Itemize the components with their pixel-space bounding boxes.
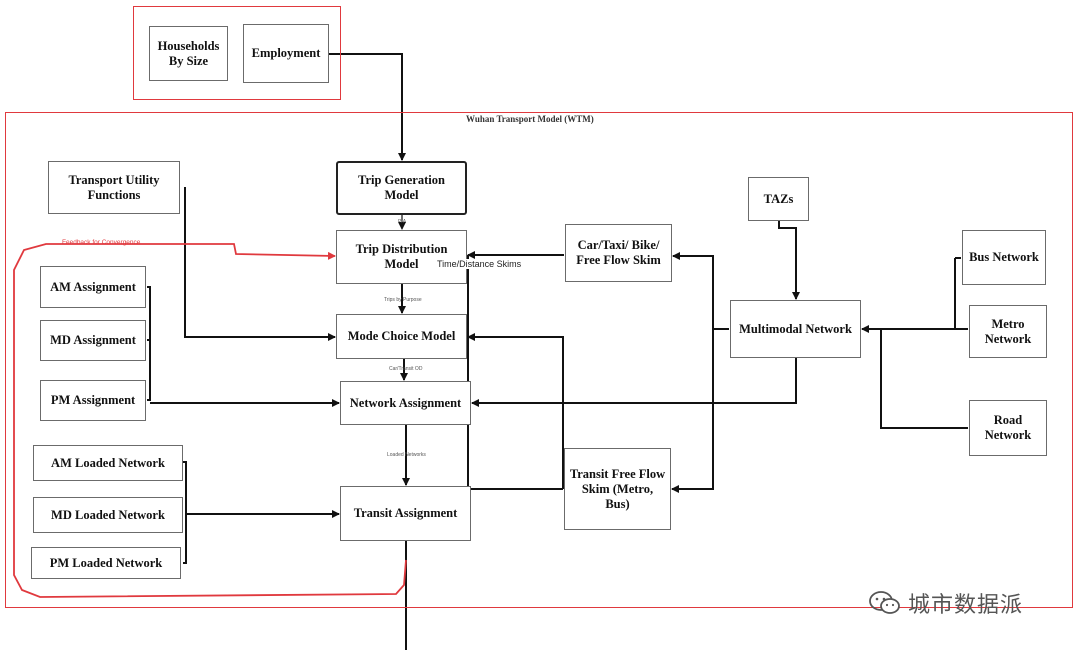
transit-skim-box: Transit Free Flow Skim (Metro, Bus) [564,448,671,530]
road-network-box: Road Network [969,400,1047,456]
trip-generation-box: Trip Generation Model [336,161,467,215]
households-box: Households By Size [149,26,228,81]
connector-tazs-multimodal [778,221,800,300]
connector-road-network [880,329,968,429]
assignment-box-pm: PM Assignment [40,380,146,421]
trip-distribution-box: Trip Distribution Model [336,230,467,284]
connector-assignments-bracket [147,286,151,401]
connector-loaded-bracket [183,461,187,564]
inputs-frame [133,6,341,100]
pa-label: P/A [398,219,407,225]
connector-utility-mode-choice [184,187,336,341]
watermark-text: 城市数据派 [908,593,1024,618]
connector-multimodal-network-assignment [471,358,797,407]
watermark: 城市数据派 [868,587,1023,619]
tazs-box: TAZs [748,177,809,221]
mode-choice-box: Mode Choice Model [336,314,467,359]
connector-feedback-loop [13,243,407,598]
loaded-network-box-am: AM Loaded Network [33,445,183,481]
car-transit-od-label: Car/Transit OD [389,366,423,372]
skims-label: Time/Distance Skims [437,259,522,269]
network-assignment-box: Network Assignment [340,381,471,425]
connector-skims-mode-choice [467,333,564,489]
loaded-networks-label: Loaded Networks [387,452,426,458]
transit-assignment-box: Transit Assignment [340,486,471,541]
car-skim-box: Car/Taxi/ Bike/ Free Flow Skim [565,224,672,282]
loaded-network-box-pm: PM Loaded Network [31,547,181,579]
model-title: Wuhan Transport Model (WTM) [466,114,594,124]
multimodal-network-box: Multimodal Network [730,300,861,358]
metro-network-box: Metro Network [969,305,1047,358]
connector-multimodal-car-skim [672,252,729,330]
assignment-box-am: AM Assignment [40,266,146,308]
utility-functions-box: Transport Utility Functions [48,161,180,214]
employment-box: Employment [243,24,329,83]
wechat-icon [869,591,900,614]
connector-multimodal-transit-skim [671,329,714,493]
feedback-label: Feedback for Convergence [62,239,141,246]
connector-employment-trip-generation [329,53,406,161]
model-frame [5,112,1073,608]
loaded-network-box-md: MD Loaded Network [33,497,183,533]
bus-network-box: Bus Network [962,230,1046,285]
assignment-box-md: MD Assignment [40,320,146,361]
trips-by-purpose-label: Trips by Purpose [384,297,422,303]
